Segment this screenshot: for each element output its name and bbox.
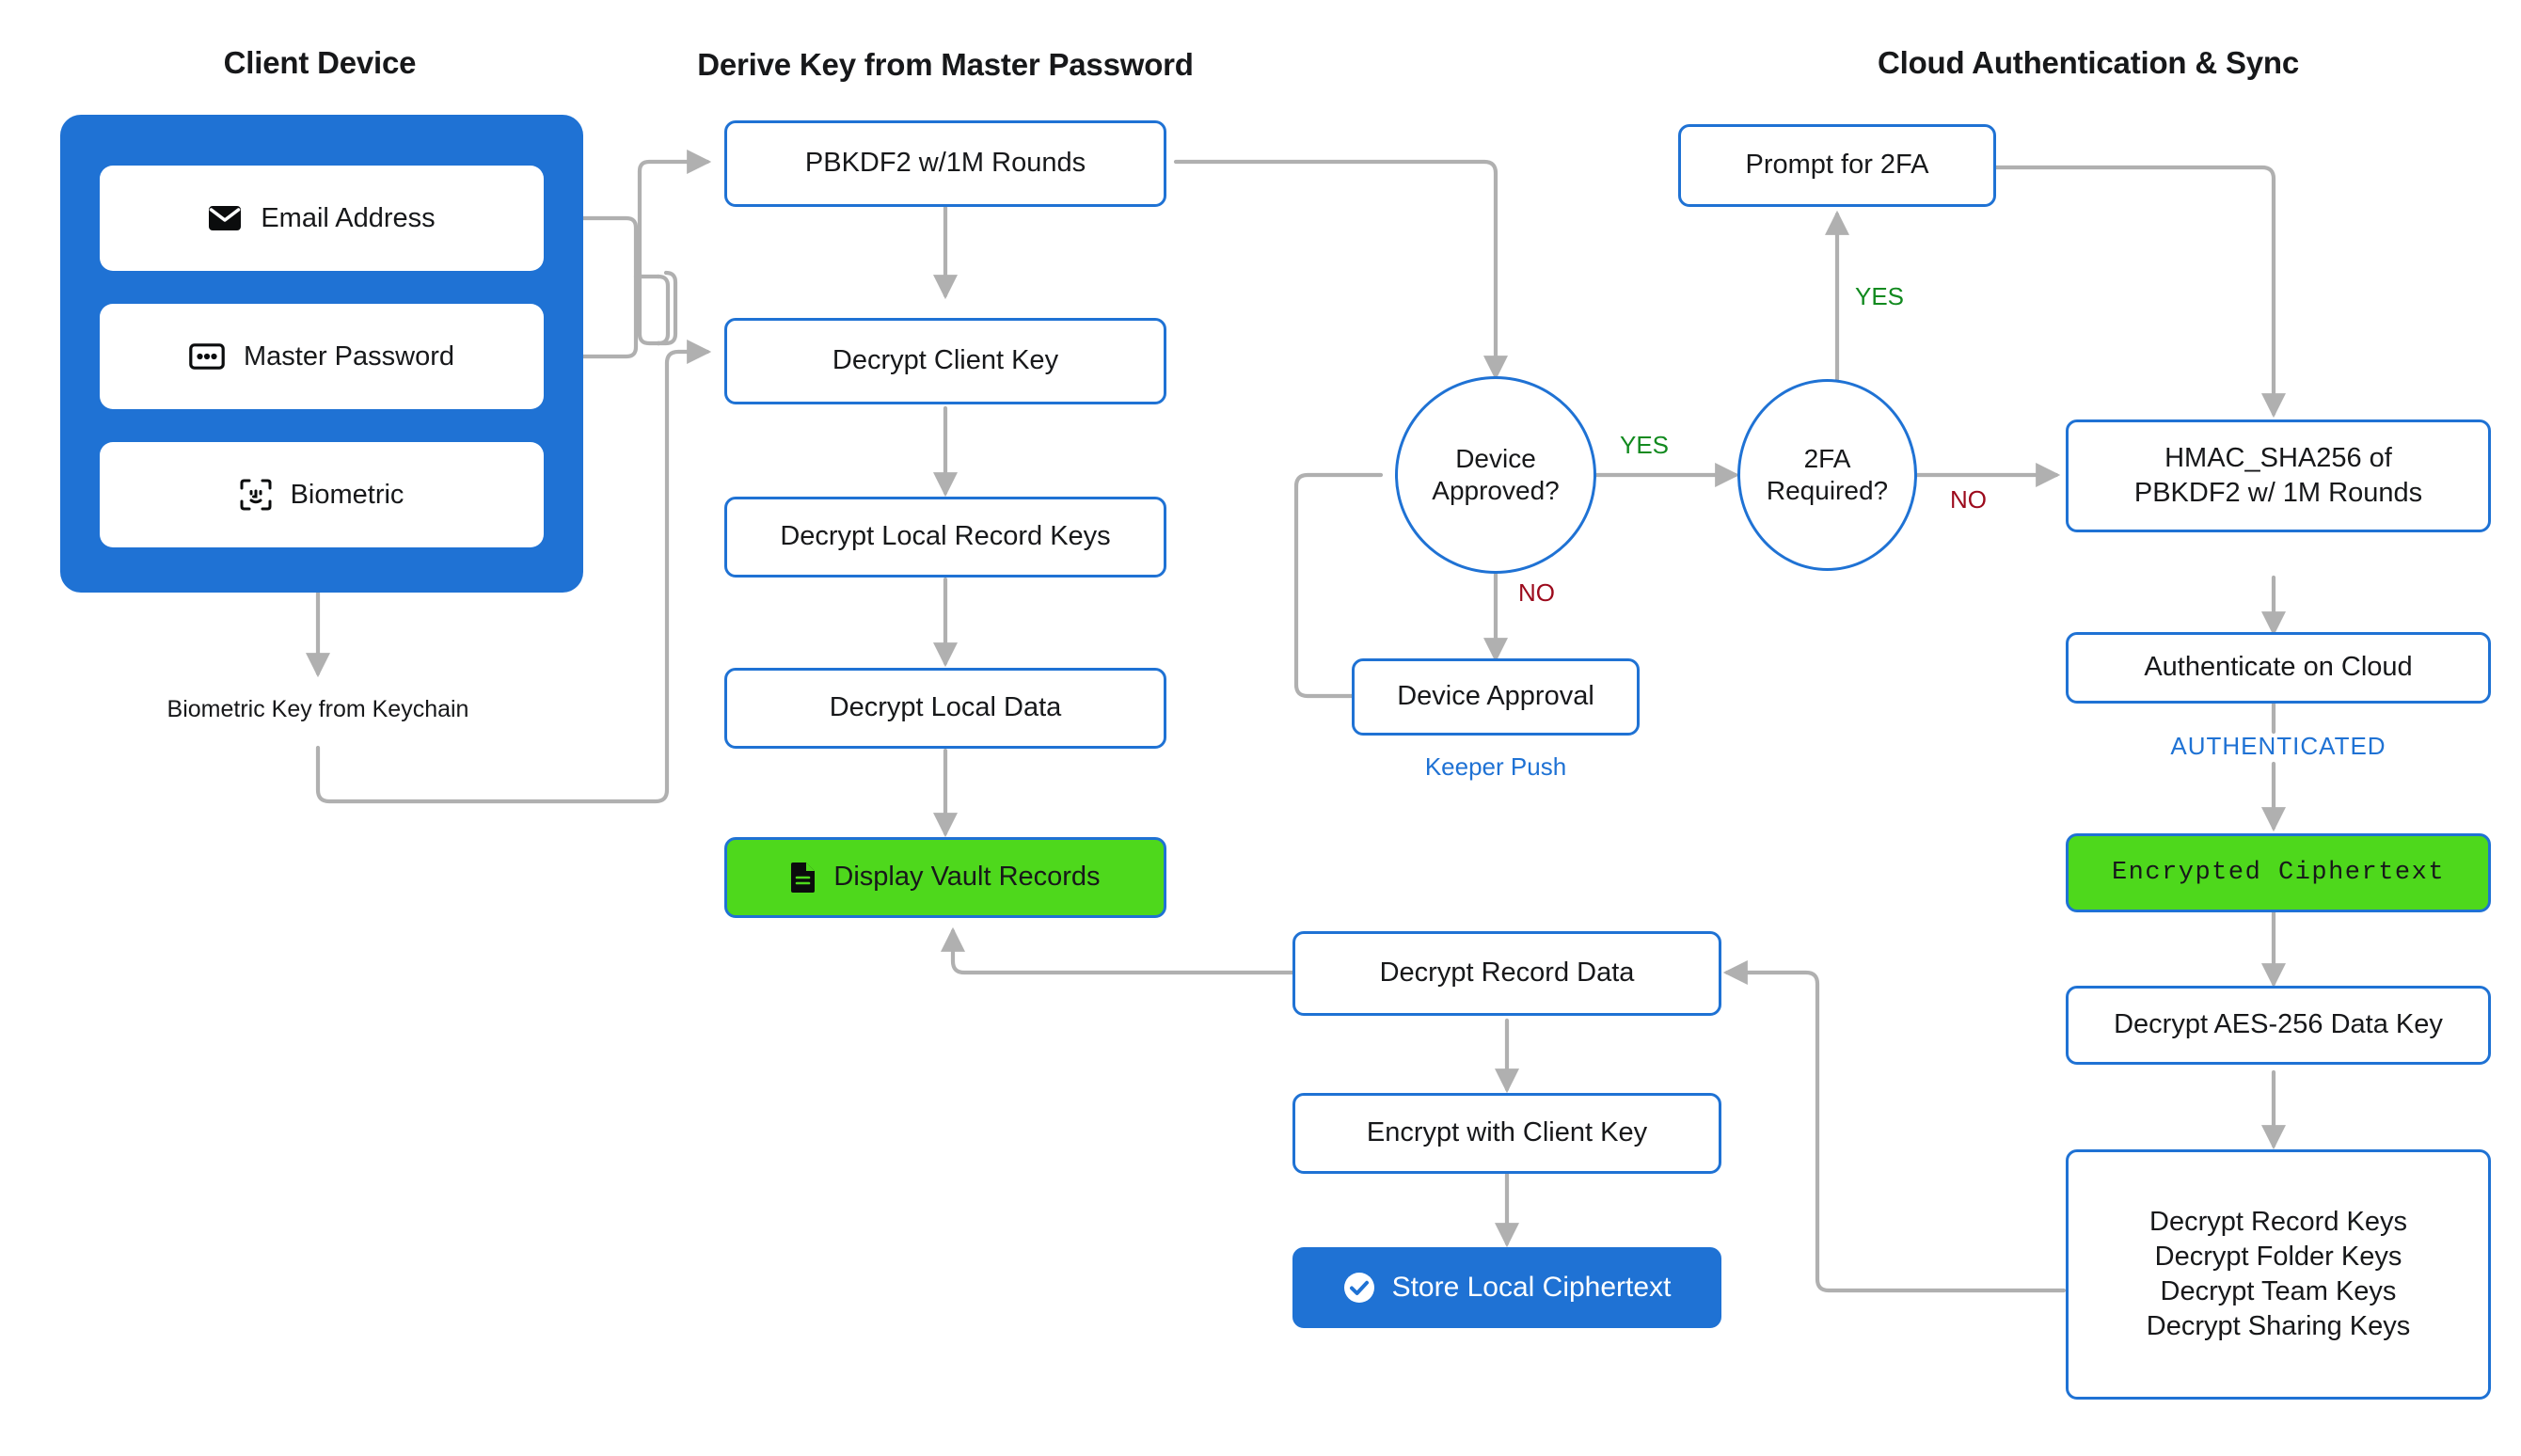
edge-label-device-approved-no: NO [1518, 578, 1555, 607]
device-item-label: Master Password [243, 340, 454, 372]
edge-label-2fa-no: NO [1950, 485, 1987, 514]
decision-line-2: Required? [1766, 476, 1889, 505]
password-dots-icon [189, 343, 225, 370]
key-list-item: Decrypt Sharing Keys [2146, 1311, 2411, 1342]
node-prompt-for-2fa[interactable]: Prompt for 2FA [1678, 124, 1996, 207]
node-device-approval[interactable]: Device Approval [1352, 658, 1640, 736]
column-title-cloud-auth: Cloud Authentication & Sync [1877, 45, 2300, 80]
node-decrypt-record-data[interactable]: Decrypt Record Data [1292, 931, 1721, 1016]
node-hmac-sha256[interactable]: HMAC_SHA256 of PBKDF2 w/ 1M Rounds [2066, 419, 2491, 532]
device-item-biometric[interactable]: Biometric [100, 442, 544, 547]
document-icon [790, 862, 817, 894]
node-decrypt-client-key[interactable]: Decrypt Client Key [724, 318, 1166, 404]
envelope-icon [208, 205, 242, 231]
node-display-vault-records[interactable]: Display Vault Records [724, 837, 1166, 918]
biometric-keychain-caption: Biometric Key from Keychain [166, 696, 469, 722]
key-list: Decrypt Record Keys Decrypt Folder Keys … [2147, 1205, 2410, 1344]
device-item-label: Email Address [261, 202, 436, 233]
node-label: Store Local Ciphertext [1391, 1271, 1672, 1303]
node-line-1: HMAC_SHA256 of [2164, 442, 2392, 473]
face-id-icon [240, 479, 272, 511]
node-label: Display Vault Records [833, 862, 1101, 893]
column-title-client-device: Client Device [223, 45, 417, 80]
node-encrypt-with-client-key[interactable]: Encrypt with Client Key [1292, 1093, 1721, 1174]
decision-line-2: Approved? [1432, 476, 1560, 505]
authenticated-caption: AUTHENTICATED [2170, 732, 2386, 760]
decision-line-1: 2FA [1803, 443, 1851, 473]
node-decrypt-aes-256-data-key[interactable]: Decrypt AES-256 Data Key [2066, 986, 2491, 1065]
check-circle-icon [1343, 1272, 1375, 1304]
key-list-item: Decrypt Team Keys [2160, 1276, 2397, 1306]
decision-2fa-required[interactable]: 2FA Required? [1737, 379, 1917, 571]
key-list-item: Decrypt Folder Keys [2154, 1241, 2402, 1272]
device-item-label: Biometric [290, 479, 404, 510]
node-authenticate-on-cloud[interactable]: Authenticate on Cloud [2066, 632, 2491, 704]
edge-label-device-approved-yes: YES [1620, 431, 1670, 459]
node-encrypted-ciphertext[interactable]: Encrypted Ciphertext [2066, 833, 2491, 912]
node-line-2: PBKDF2 w/ 1M Rounds [2133, 478, 2423, 508]
node-key-decryption-list[interactable]: Decrypt Record Keys Decrypt Folder Keys … [2066, 1149, 2491, 1400]
device-item-email-address[interactable]: Email Address [100, 166, 544, 271]
keeper-push-caption: Keeper Push [1424, 752, 1567, 781]
column-title-derive-key: Derive Key from Master Password [697, 47, 1194, 82]
device-item-master-password[interactable]: Master Password [100, 304, 544, 409]
node-store-local-ciphertext[interactable]: Store Local Ciphertext [1292, 1247, 1721, 1328]
decision-line-1: Device [1455, 443, 1536, 473]
node-decrypt-local-data[interactable]: Decrypt Local Data [724, 668, 1166, 749]
decision-device-approved[interactable]: Device Approved? [1395, 376, 1596, 574]
edge-label-2fa-yes: YES [1855, 282, 1905, 310]
key-list-item: Decrypt Record Keys [2149, 1206, 2407, 1237]
node-pbkdf2[interactable]: PBKDF2 w/1M Rounds [724, 120, 1166, 207]
node-decrypt-local-record-keys[interactable]: Decrypt Local Record Keys [724, 497, 1166, 578]
